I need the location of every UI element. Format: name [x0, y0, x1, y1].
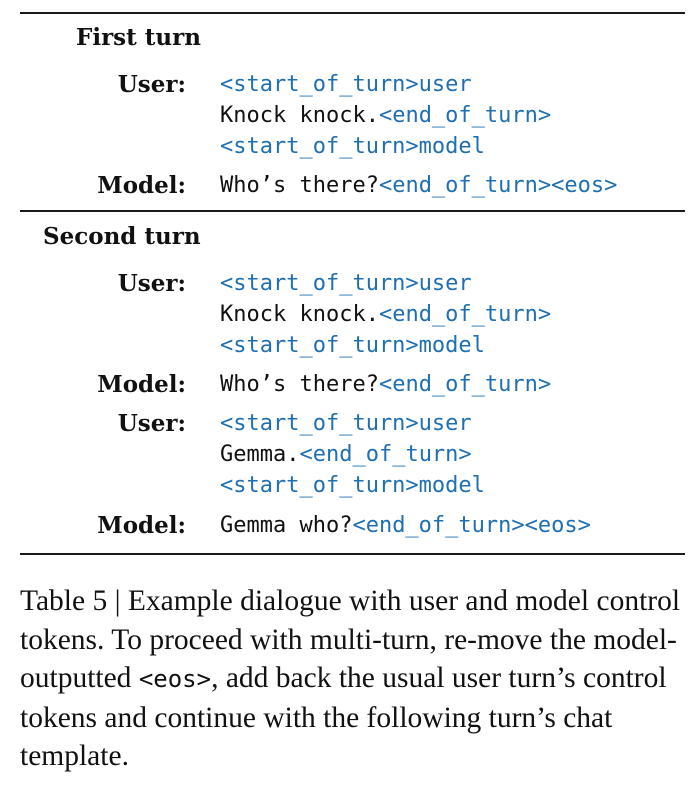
table-middle-rule: [20, 210, 685, 212]
code-line: Knock knock.<end_of_turn>: [220, 304, 551, 326]
control-token: <start_of_turn>user: [220, 411, 472, 436]
caption-text: , add back the usual user turn’s control…: [20, 662, 667, 772]
section-title-first-turn: First turn: [76, 24, 201, 51]
message-text: Gemma who?: [220, 513, 353, 538]
code-line: <start_of_turn>model: [220, 335, 485, 357]
control-token: <start_of_turn>user: [220, 72, 472, 97]
role-label-user: User:: [117, 270, 186, 297]
control-token: <end_of_turn>: [378, 372, 552, 397]
code-line: <start_of_turn>user: [220, 273, 472, 295]
control-token: <start_of_turn>model: [220, 134, 485, 159]
role-label-user: User:: [117, 410, 186, 437]
role-label-model: Model:: [97, 172, 186, 199]
table-top-rule: [20, 12, 685, 14]
control-token: <end_of_turn>: [299, 442, 472, 467]
code-line: Knock knock.<end_of_turn>: [220, 105, 551, 127]
control-token: <end_of_turn>: [378, 103, 552, 128]
table-caption: Table 5 | Example dialogue with user and…: [20, 582, 685, 776]
table-bottom-rule: [20, 553, 685, 555]
role-label-model: Model:: [97, 371, 186, 398]
code-line: <start_of_turn>model: [220, 136, 485, 158]
caption-code: <eos>: [138, 665, 212, 693]
code-line: Who’s there?<end_of_turn>: [220, 374, 551, 396]
control-token: <end_of_turn><eos>: [378, 173, 618, 198]
message-text: Who’s there?: [220, 173, 379, 198]
message-text: Knock knock.: [220, 103, 379, 128]
control-token: <start_of_turn>model: [220, 473, 485, 498]
role-label-user: User:: [117, 71, 186, 98]
message-text: Who’s there?: [220, 372, 379, 397]
control-token: <end_of_turn>: [378, 302, 552, 327]
code-line: Gemma.<end_of_turn>: [220, 444, 472, 466]
message-text: Knock knock.: [220, 302, 379, 327]
control-token: <end_of_turn><eos>: [352, 513, 591, 538]
caption-text: Table 5 | Example dialogue with user and…: [20, 585, 681, 694]
code-line: <start_of_turn>user: [220, 413, 472, 435]
section-title-second-turn: Second turn: [43, 223, 201, 250]
code-line: <start_of_turn>model: [220, 475, 485, 497]
code-line: Who’s there?<end_of_turn><eos>: [220, 175, 617, 197]
role-label-model: Model:: [97, 512, 186, 539]
code-line: <start_of_turn>user: [220, 74, 472, 96]
message-text: Gemma.: [220, 442, 300, 467]
control-token: <start_of_turn>model: [220, 333, 485, 358]
code-line: Gemma who?<end_of_turn><eos>: [220, 515, 591, 537]
control-token: <start_of_turn>user: [220, 271, 472, 296]
